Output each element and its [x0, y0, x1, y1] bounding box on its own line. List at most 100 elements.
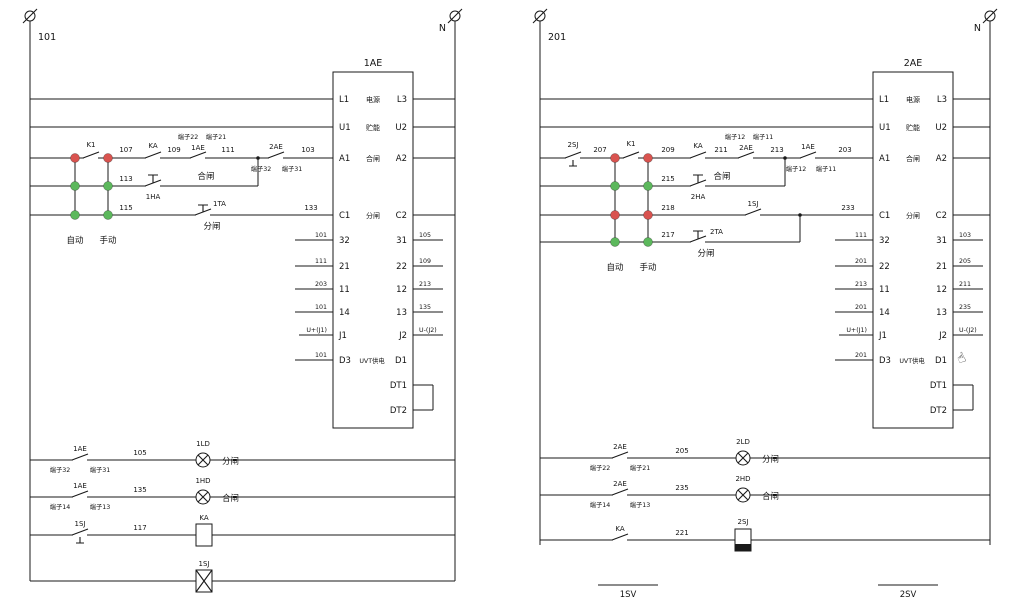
- block-terminal: C2: [936, 211, 947, 221]
- device-label: 1AE: [801, 143, 815, 151]
- block-terminal: L3: [397, 95, 407, 105]
- block-terminal: 12: [396, 285, 407, 295]
- wire-number: 109: [167, 146, 180, 154]
- wire-number: 109: [419, 258, 431, 265]
- contact-2ae-lamp2: [611, 488, 629, 500]
- wire-number: 111: [855, 232, 867, 239]
- contact-1ae-interlock: [799, 151, 817, 163]
- mode-label-manual: 手动: [99, 235, 117, 246]
- block-title: 1AE: [364, 58, 383, 69]
- coil-1sj: [195, 569, 213, 593]
- wire-number: 205: [959, 258, 971, 265]
- device-label: 1TA: [213, 200, 226, 208]
- block-terminal: U1: [339, 123, 351, 133]
- pushbutton-2ta: [689, 230, 707, 247]
- wire-number: 215: [661, 175, 674, 183]
- mode-label-auto: 自动: [606, 262, 624, 273]
- coil-2sj: [734, 528, 752, 552]
- block-terminal: D1: [935, 356, 947, 366]
- wire-number: 221: [675, 529, 688, 537]
- lamp-function-label: 合闸: [222, 493, 239, 504]
- block-terminal: 21: [936, 262, 947, 272]
- block-terminal: 14: [879, 308, 890, 318]
- device-label: 2TA: [710, 228, 723, 236]
- block-terminal: D3: [879, 356, 891, 366]
- wire-number: 207: [593, 146, 606, 154]
- block-terminal: 32: [879, 236, 890, 246]
- device-label: KA: [148, 142, 157, 150]
- device-label: 1AE: [73, 445, 87, 453]
- terminal-tag: 端子22: [590, 463, 611, 472]
- wire-number: 203: [838, 146, 851, 154]
- coil-label: KA: [199, 514, 208, 522]
- pushbutton-1ha: [144, 174, 162, 191]
- block-terminal: D3: [339, 356, 351, 366]
- indicator-circle: [643, 153, 653, 163]
- terminal-tag: 端子14: [590, 500, 611, 509]
- block-terminal: 14: [339, 308, 350, 318]
- terminal-tag: 端子13: [90, 502, 111, 511]
- pushbutton-2ha: [689, 174, 707, 191]
- contact-ka: [689, 151, 707, 163]
- device-label: 1HA: [146, 193, 161, 201]
- phase-label: 101: [38, 32, 56, 43]
- terminal-tag: 端子32: [50, 465, 71, 474]
- function-label: 分闸: [203, 222, 220, 232]
- block-function-label: 合闸: [906, 154, 920, 163]
- block-terminal: J1: [338, 331, 347, 341]
- wire-number: 115: [119, 204, 132, 212]
- terminal-tag: 端子14: [50, 502, 71, 511]
- neutral-terminal-icon: [447, 8, 463, 24]
- coil-label: 2SJ: [738, 518, 749, 526]
- lamp-1ld-icon: [195, 452, 211, 468]
- block-terminal: A1: [879, 154, 890, 164]
- contact-k1: [82, 151, 100, 163]
- wire-number: 211: [714, 146, 727, 154]
- block-terminal: L1: [339, 95, 349, 105]
- wire-number: 211: [959, 281, 971, 288]
- wire-number: 201: [855, 352, 867, 359]
- wire-number: 103: [301, 146, 314, 154]
- contact-2ae-aux: [737, 151, 755, 163]
- wire-number: 235: [959, 304, 971, 311]
- lamp-2hd-icon: [735, 487, 751, 503]
- device-label: 1SJ: [748, 200, 759, 208]
- sv-label: 2SV: [900, 590, 917, 600]
- terminal-tag: 端子22: [178, 132, 199, 141]
- block-terminal: L3: [937, 95, 947, 105]
- block-terminal: 22: [396, 262, 407, 272]
- wire-number: U-(J2): [419, 327, 437, 334]
- terminal-tag: 端子11: [753, 132, 774, 141]
- junction-dot: [798, 213, 802, 217]
- wire-number: 113: [119, 175, 132, 183]
- indicator-circle: [610, 153, 620, 163]
- breaker-block-1ae: [332, 71, 414, 429]
- phase-terminal-icon: [22, 8, 38, 24]
- neutral-label: N: [439, 23, 446, 34]
- block-terminal: 12: [936, 285, 947, 295]
- block-terminal: 13: [396, 308, 407, 318]
- block-terminal: J1: [878, 331, 887, 341]
- block-function-label: 分闸: [906, 211, 920, 220]
- block-terminal: U2: [935, 123, 947, 133]
- wire-number: 209: [661, 146, 674, 154]
- wire-number: 105: [133, 449, 146, 457]
- wire-number: 135: [133, 486, 146, 494]
- block-terminal: C1: [339, 211, 350, 221]
- wire-number: 233: [841, 204, 854, 212]
- block-function-label: UVT供电: [899, 356, 925, 365]
- wire-number: 107: [119, 146, 132, 154]
- block-terminal: A1: [339, 154, 350, 164]
- block-terminal: 13: [936, 308, 947, 318]
- pushbutton-1ta: [194, 204, 212, 220]
- left-panel: 101 N K1 107 KA 端子22 端子21 1AE 109 111 2A…: [22, 8, 463, 593]
- indicator-circle: [70, 153, 80, 163]
- lamp-label: 2HD: [735, 475, 750, 483]
- contact-1ae-lamp2: [71, 490, 89, 502]
- wire-number: U+(J1): [846, 327, 867, 334]
- indicator-circle: [610, 181, 620, 191]
- function-label: 合闸: [197, 171, 214, 182]
- device-label: KA: [615, 525, 624, 533]
- mouse-cursor-icon: ☝: [955, 349, 969, 367]
- coil-ka: [195, 523, 213, 547]
